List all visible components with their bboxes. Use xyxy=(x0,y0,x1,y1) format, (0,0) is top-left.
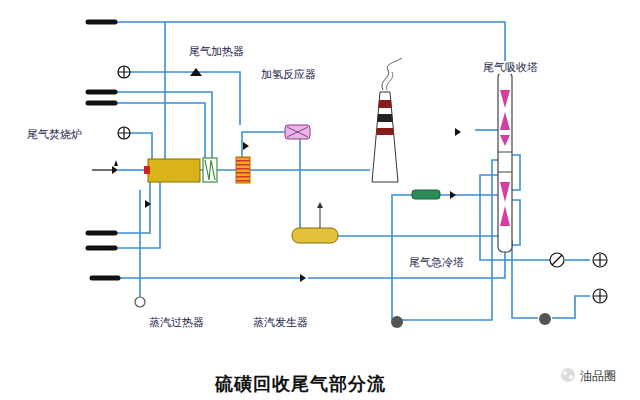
steam-generator-label: 蒸汽发生器 xyxy=(252,316,309,329)
heater-label: 尾气加热器 xyxy=(188,45,245,58)
incinerator-label: 尾气焚烧炉 xyxy=(26,128,83,141)
superheater-label: 蒸汽过热器 xyxy=(148,316,205,329)
absorber-label: 尾气吸收塔 xyxy=(482,61,539,74)
watermark: 油品圈 xyxy=(580,368,616,385)
quench-tower-label: 尾气急冷塔 xyxy=(408,256,465,269)
reactor-label: 加氢反应器 xyxy=(260,68,317,81)
diagram-title: 硫磺回收尾气部分流 xyxy=(215,372,386,396)
